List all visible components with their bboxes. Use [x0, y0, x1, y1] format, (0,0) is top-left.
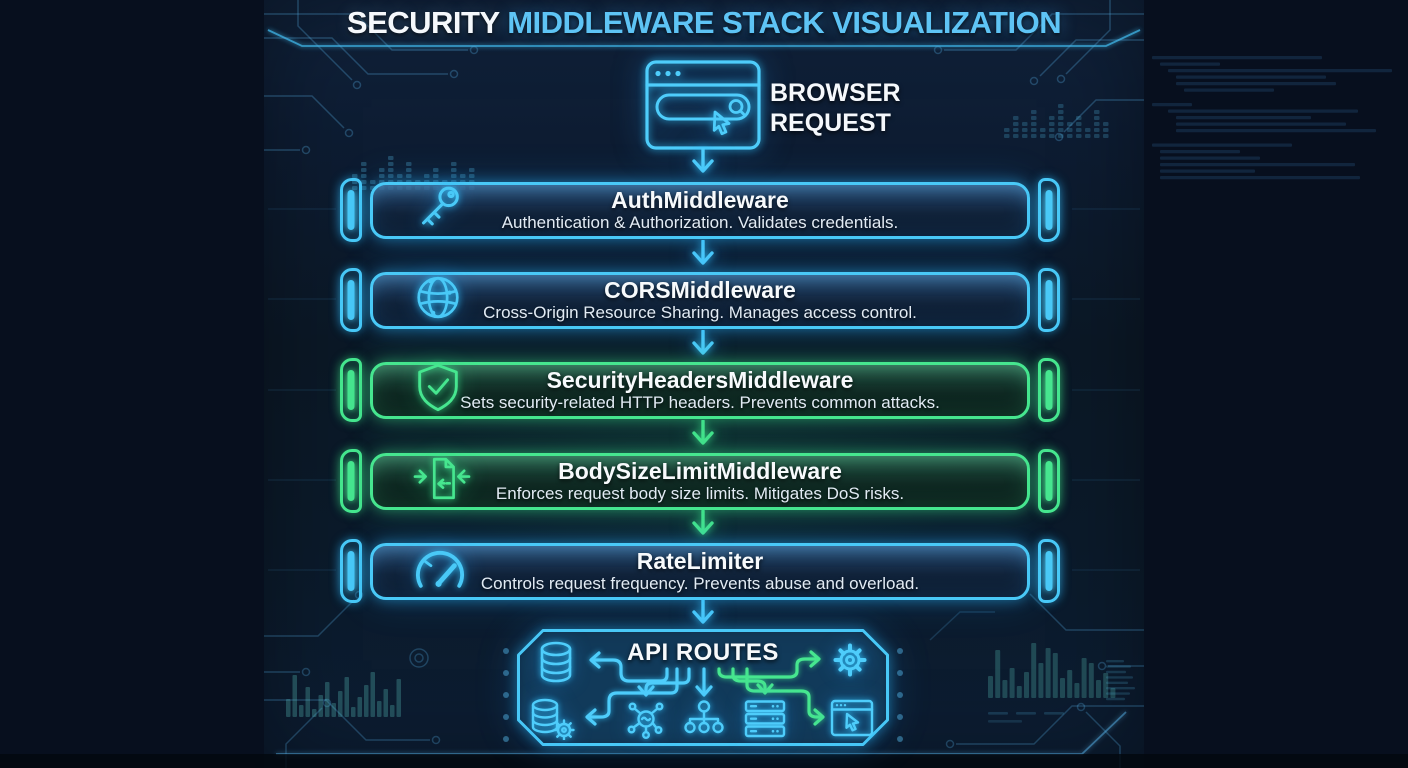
api-flow-lines [585, 650, 825, 726]
database-gear-icon [530, 698, 576, 745]
shield-check-icon [411, 361, 465, 420]
compress-document-icon [411, 452, 473, 511]
hierarchy-icon [684, 700, 724, 743]
middleware-card-cors: CORSMiddleware Cross-Origin Resource Sha… [340, 268, 1068, 332]
middleware-card-auth: AuthMiddleware Authentication & Authoriz… [340, 178, 1068, 242]
middleware-name: AuthMiddleware [611, 186, 789, 213]
server-rack-icon [744, 700, 786, 743]
flow-arrow-cors-to-secheaders [691, 330, 715, 362]
middleware-name: RateLimiter [636, 547, 764, 574]
left-bracket-decoration [340, 268, 362, 332]
gear-icon [828, 638, 872, 687]
flow-arrow-secheaders-to-bodysize [691, 420, 715, 452]
right-bracket-decoration [1038, 268, 1060, 332]
right-bracket-decoration [1038, 178, 1060, 242]
ratelimiter-box: RateLimiter Controls request frequency. … [370, 542, 1030, 600]
globe-icon [411, 271, 465, 330]
title-word-security: SECURITY [346, 5, 500, 40]
api-routes-box: API ROUTES [517, 629, 889, 746]
browser-request-label: BROWSER REQUEST [770, 78, 901, 138]
bottom-dark-band [0, 754, 1408, 768]
cors-middleware-box: CORSMiddleware Cross-Origin Resource Sha… [370, 271, 1030, 330]
middleware-description: Cross-Origin Resource Sharing. Manages a… [483, 303, 917, 323]
browser-cursor-icon [830, 699, 874, 742]
middleware-card-bodysizelimit: BodySizeLimitMiddleware Enforces request… [340, 449, 1068, 513]
flow-arrow-ratelimiter-to-api [691, 599, 715, 631]
middleware-description: Controls request frequency. Prevents abu… [480, 574, 920, 594]
flow-arrow-auth-to-cors [691, 240, 715, 272]
middleware-name: SecurityHeadersMiddleware [546, 366, 854, 393]
browser-window-icon [645, 60, 761, 150]
api-routes-title: API ROUTES [627, 639, 779, 666]
flow-arrow-bodysize-to-ratelimiter [691, 510, 715, 542]
left-bracket-decoration [340, 539, 362, 603]
middleware-description: Authentication & Authorization. Validate… [501, 213, 899, 233]
middleware-description: Sets security-related HTTP headers. Prev… [460, 393, 940, 413]
right-bracket-decoration [1038, 449, 1060, 513]
middleware-name: CORSMiddleware [604, 276, 796, 303]
key-icon [411, 181, 465, 240]
flow-arrow-browser-to-auth [691, 148, 715, 180]
right-bracket-decoration [1038, 358, 1060, 422]
network-nodes-icon [625, 699, 667, 744]
left-bracket-decoration [340, 178, 362, 242]
left-bracket-decoration [340, 358, 362, 422]
right-bracket-decoration [1038, 539, 1060, 603]
middleware-card-ratelimiter: RateLimiter Controls request frequency. … [340, 539, 1068, 603]
middleware-card-securityheaders: SecurityHeadersMiddleware Sets security-… [340, 358, 1068, 422]
page-title: SECURITY MIDDLEWARE STACK VISUALIZATION [0, 5, 1408, 41]
middleware-description: Enforces request body size limits. Mitig… [495, 484, 905, 504]
bodysizelimit-middleware-box: BodySizeLimitMiddleware Enforces request… [370, 452, 1030, 511]
left-bracket-decoration [340, 449, 362, 513]
title-rest: MIDDLEWARE STACK VISUALIZATION [507, 5, 1062, 40]
securityheaders-middleware-box: SecurityHeadersMiddleware Sets security-… [370, 361, 1030, 420]
gauge-icon [411, 544, 469, 599]
browser-request-line2: REQUEST [770, 109, 891, 137]
auth-middleware-box: AuthMiddleware Authentication & Authoriz… [370, 181, 1030, 240]
middleware-name: BodySizeLimitMiddleware [558, 457, 842, 484]
browser-request-line1: BROWSER [770, 79, 901, 107]
database-icon [538, 641, 574, 688]
